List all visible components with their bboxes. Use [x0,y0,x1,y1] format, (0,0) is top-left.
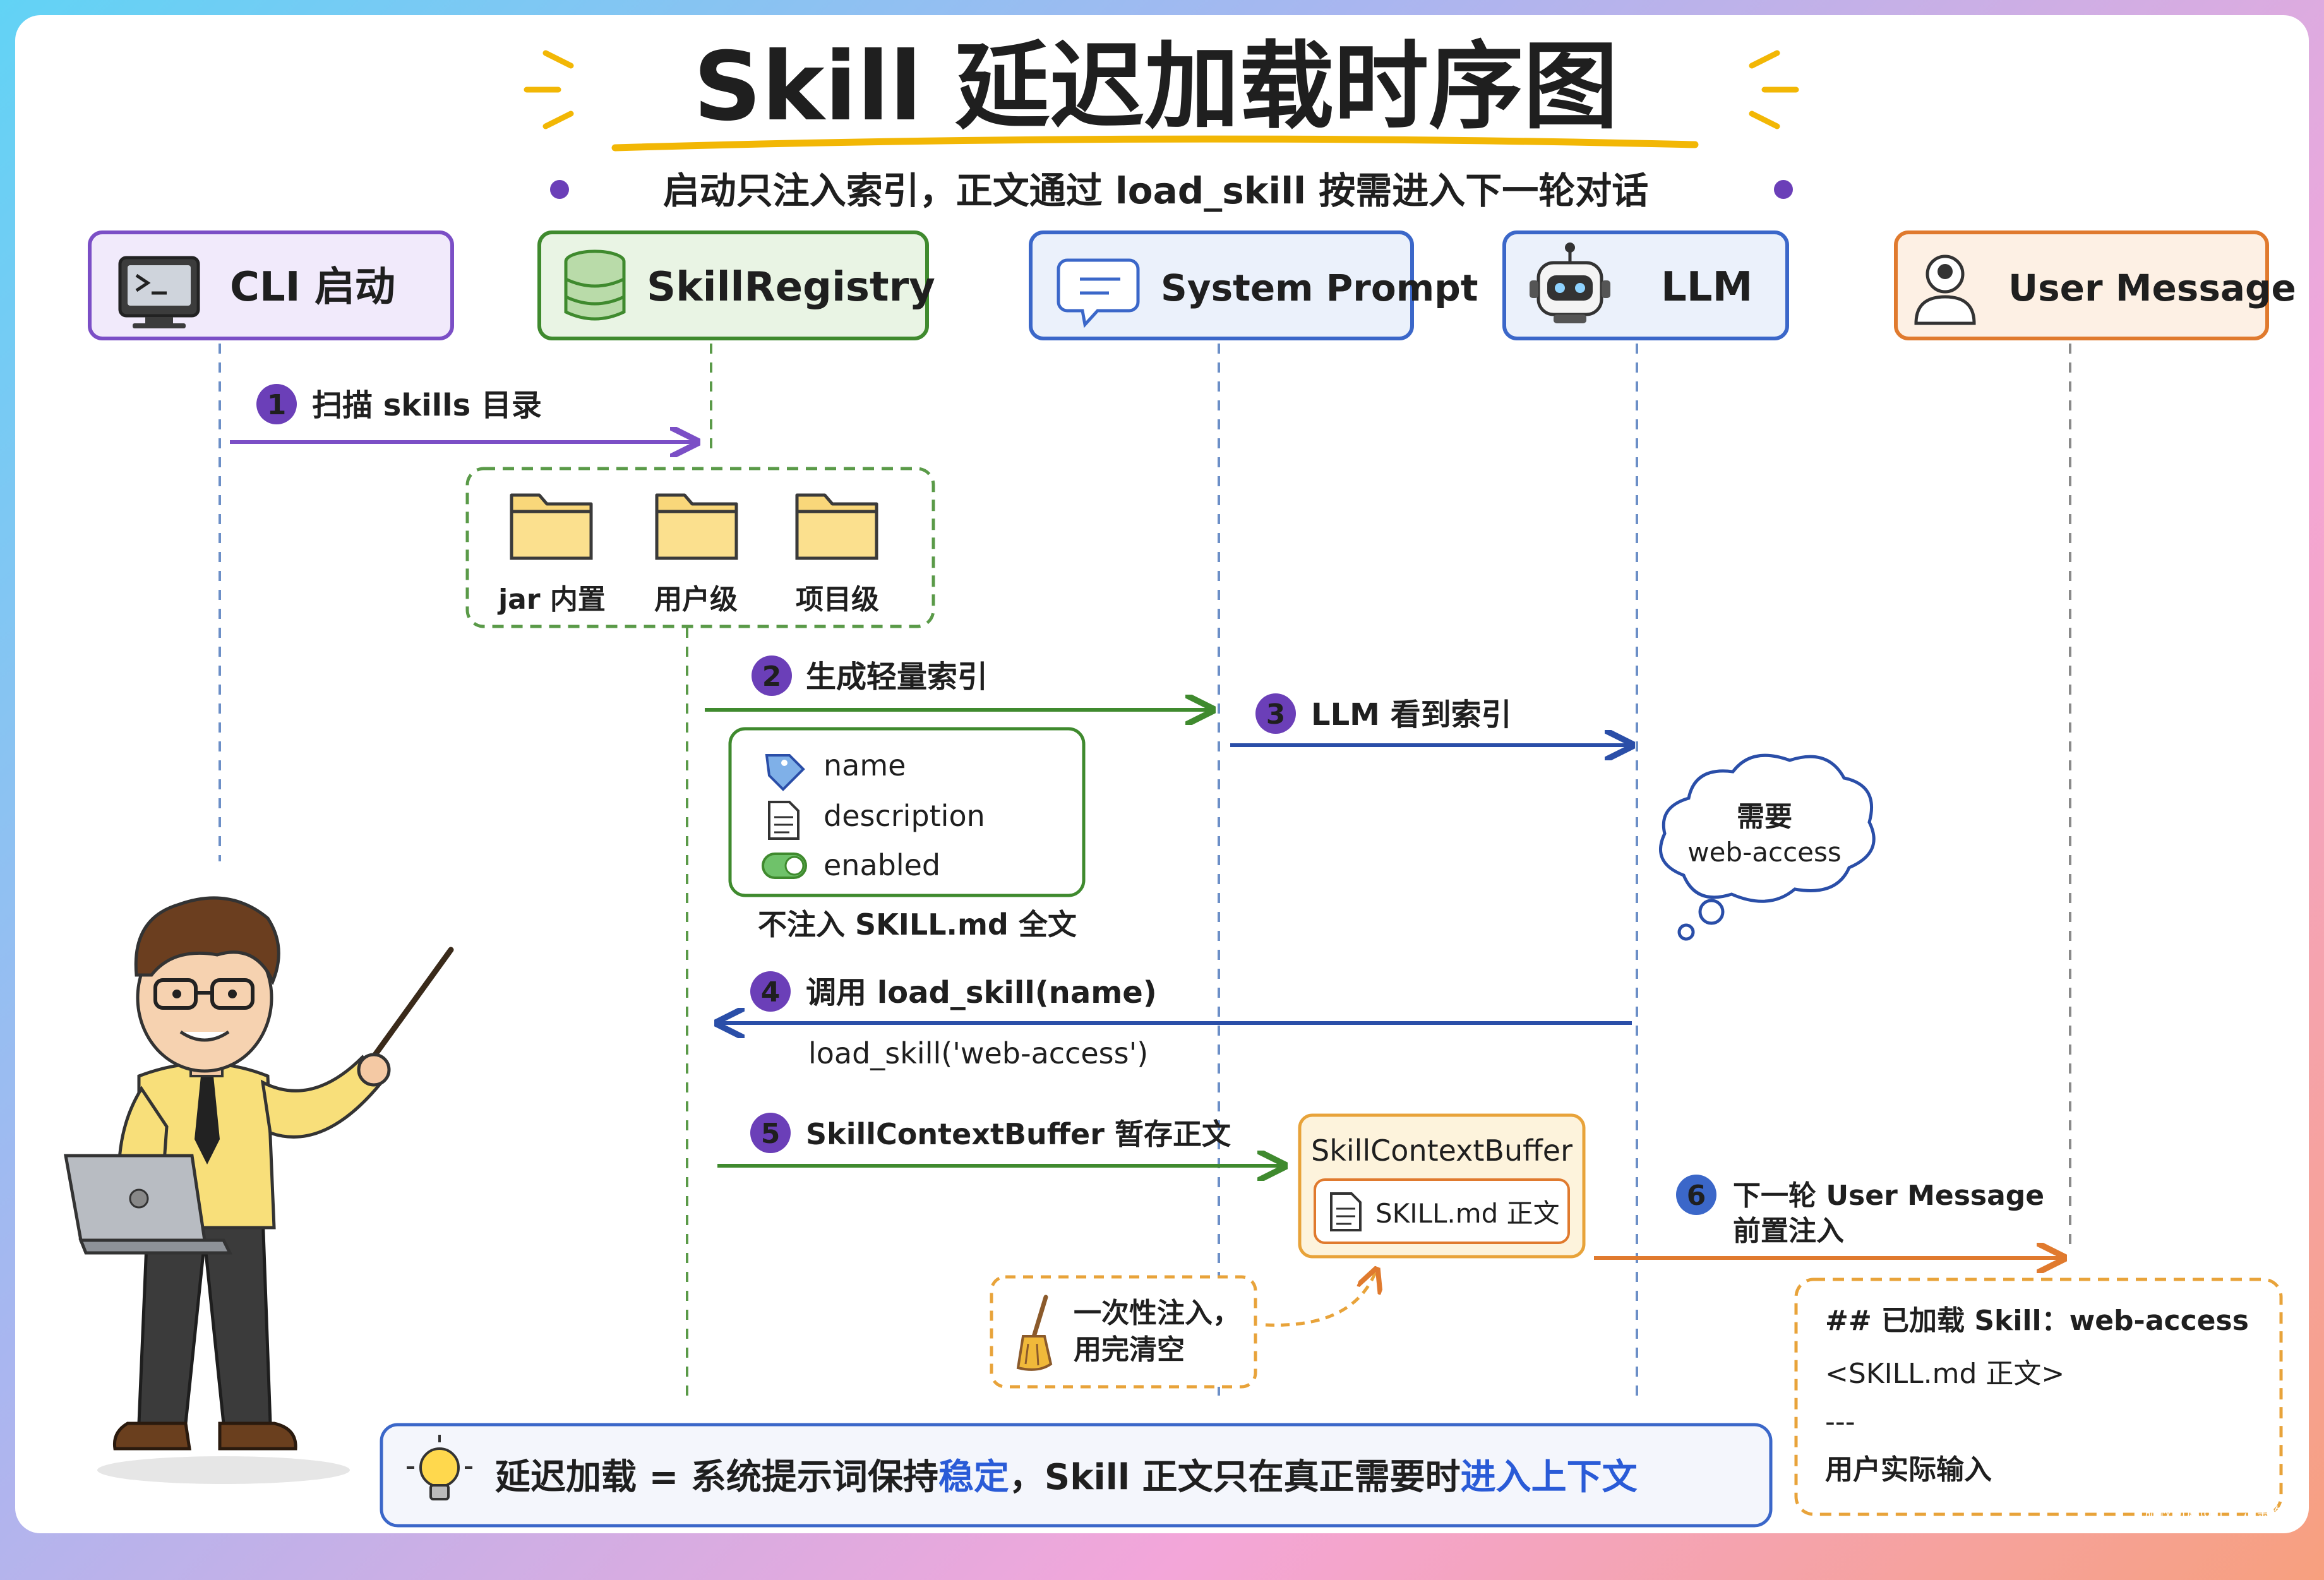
step-label-5: SkillContextBuffer 暂存正文 [806,1117,1231,1151]
lightbulb-icon [407,1435,472,1500]
message-line-3: --- [1825,1406,1855,1438]
folder-icon [655,493,738,560]
footer-part-1: 延迟加载 = 系统提示词保持 [495,1457,938,1498]
title-underline [611,135,1699,152]
step-badge-1 [256,384,297,424]
index-field-enabled: enabled [824,848,940,882]
sparkle-left-icon [524,50,574,129]
skill-context-buffer: SkillContextBuffer SKILL.md 正文 [1298,1113,1586,1259]
lane-header-skillregistry: SkillRegistry [537,230,935,340]
folder-label: 用户级 [654,584,738,616]
step-3: 3 LLM 看到索引 [1230,693,1632,745]
step-badge-6 [1676,1175,1716,1215]
skill-folders-box: jar 内置 用户级 项目级 [465,467,935,628]
user-message-box: ## 已加载 Skill：web-access <SKILL.md 正文> --… [1794,1278,2283,1516]
step-label-2: 生成轻量索引 [806,659,988,695]
database-icon [564,249,626,321]
lifelines [219,344,2071,1404]
cleanup-line-2: 用完清空 [1074,1334,1185,1366]
terminal-icon [118,256,200,328]
lane-header-system-prompt: System Prompt [1029,230,1478,340]
lane-label-system-prompt: System Prompt [1161,266,1478,309]
teacher-illustration [64,896,454,1484]
document-icon [768,801,800,840]
lane-label-skillregistry: SkillRegistry [647,264,935,311]
title-group: Skill 延迟加载时序图 启动只注入索引，正文通过 load_skill 按需… [524,32,1799,212]
folder-icon [510,493,593,560]
thought-line-2: web-access [1687,837,1842,868]
step-number-5: 5 [761,1118,781,1150]
thought-line-1: 需要 [1737,801,1792,833]
laptop-icon [64,1154,233,1255]
cleanup-arrow [1265,1269,1377,1327]
diagram-frame: Skill 延迟加载时序图 启动只注入索引，正文通过 load_skill 按需… [15,15,2309,1533]
message-line-2: <SKILL.md 正文> [1825,1358,2064,1390]
broom-icon [1016,1295,1053,1371]
folder-label: 项目级 [796,584,879,616]
chat-bubble-icon [1057,258,1140,328]
thought-cloud: 需要 web-access [1658,753,1876,941]
footer-part-2: ，Skill 正文只在真正需要时 [1009,1457,1461,1498]
footer-text: 延迟加载 = 系统提示词保持稳定，Skill 正文只在真正需要时进入上下文 [495,1457,1638,1498]
message-line-4: 用户实际输入 [1825,1454,1992,1486]
folder-label: jar 内置 [497,584,606,616]
step-number-6: 6 [1687,1180,1706,1212]
toggle-icon [762,853,807,879]
step-number-3: 3 [1266,698,1286,731]
sparkle-right-icon [1749,50,1799,129]
lane-header-user-message: User Message [1894,230,2296,340]
watermark: 版权所属@王二是条狗 [2144,1505,2284,1521]
message-line-1: ## 已加载 Skill：web-access [1825,1305,2249,1337]
index-field-description: description [824,799,985,833]
step-label-3: LLM 看到索引 [1311,697,1512,733]
step-badge-5 [750,1113,791,1153]
lane-header-cli: CLI 启动 [88,230,454,340]
robot-icon [1530,242,1610,323]
index-fields-box: name description enabled [728,727,1086,897]
subtitle-bullet-right [1774,180,1793,199]
sequence-diagram: Skill 延迟加载时序图 启动只注入索引，正文通过 load_skill 按需… [64,32,2296,1528]
page-title: Skill 延迟加载时序图 [693,32,1618,142]
footer-banner: 延迟加载 = 系统提示词保持稳定，Skill 正文只在真正需要时进入上下文 [380,1423,1773,1528]
step-5: 5 SkillContextBuffer 暂存正文 [717,1113,1285,1166]
buffer-title: SkillContextBuffer [1311,1134,1572,1168]
lane-label-user-message: User Message [2008,266,2296,309]
step-label-4: 调用 load_skill(name) [806,975,1157,1010]
buffer-doc: SKILL.md 正文 [1375,1198,1560,1229]
subtitle: 启动只注入索引，正文通过 load_skill 按需进入下一轮对话 [663,169,1649,212]
footer-highlight-1: 稳定 [938,1457,1009,1498]
cleanup-note: 一次性注入， 用完清空 [990,1269,1377,1389]
lane-label-llm: LLM [1661,264,1752,311]
folder-icon [795,493,878,560]
step-number-4: 4 [761,976,781,1008]
document-icon [1330,1192,1362,1231]
step-6: 6 下一轮 User Message 前置注入 [1594,1175,2064,1258]
user-icon [1914,254,1976,325]
step-1: 1 扫描 skills 目录 [230,384,697,442]
step-label-1: 扫描 skills 目录 [312,388,542,423]
step-label-6b: 前置注入 [1733,1215,1844,1247]
step-badge-4 [750,971,791,1012]
step-number-2: 2 [762,661,782,693]
step-4: 4 调用 load_skill(name) load_skill('web-ac… [717,971,1632,1070]
glasses-icon [153,978,255,1010]
cleanup-line-1: 一次性注入， [1074,1297,1240,1329]
step-2: 2 生成轻量索引 [705,655,1213,710]
step-label-6a: 下一轮 User Message [1733,1180,2044,1212]
step-number-1: 1 [267,389,287,421]
lane-header-llm: LLM [1502,230,1789,340]
subtitle-bullet-left [550,180,569,199]
step-badge-2 [752,655,792,696]
index-field-name: name [824,748,906,782]
footer-highlight-2: 进入上下文 [1461,1457,1638,1498]
index-note: 不注入 SKILL.md 全文 [758,907,1077,942]
tag-icon [765,754,805,791]
lane-label-cli: CLI 启动 [230,264,395,311]
step-badge-3 [1255,693,1296,734]
load-call: load_skill('web-access') [808,1036,1148,1070]
